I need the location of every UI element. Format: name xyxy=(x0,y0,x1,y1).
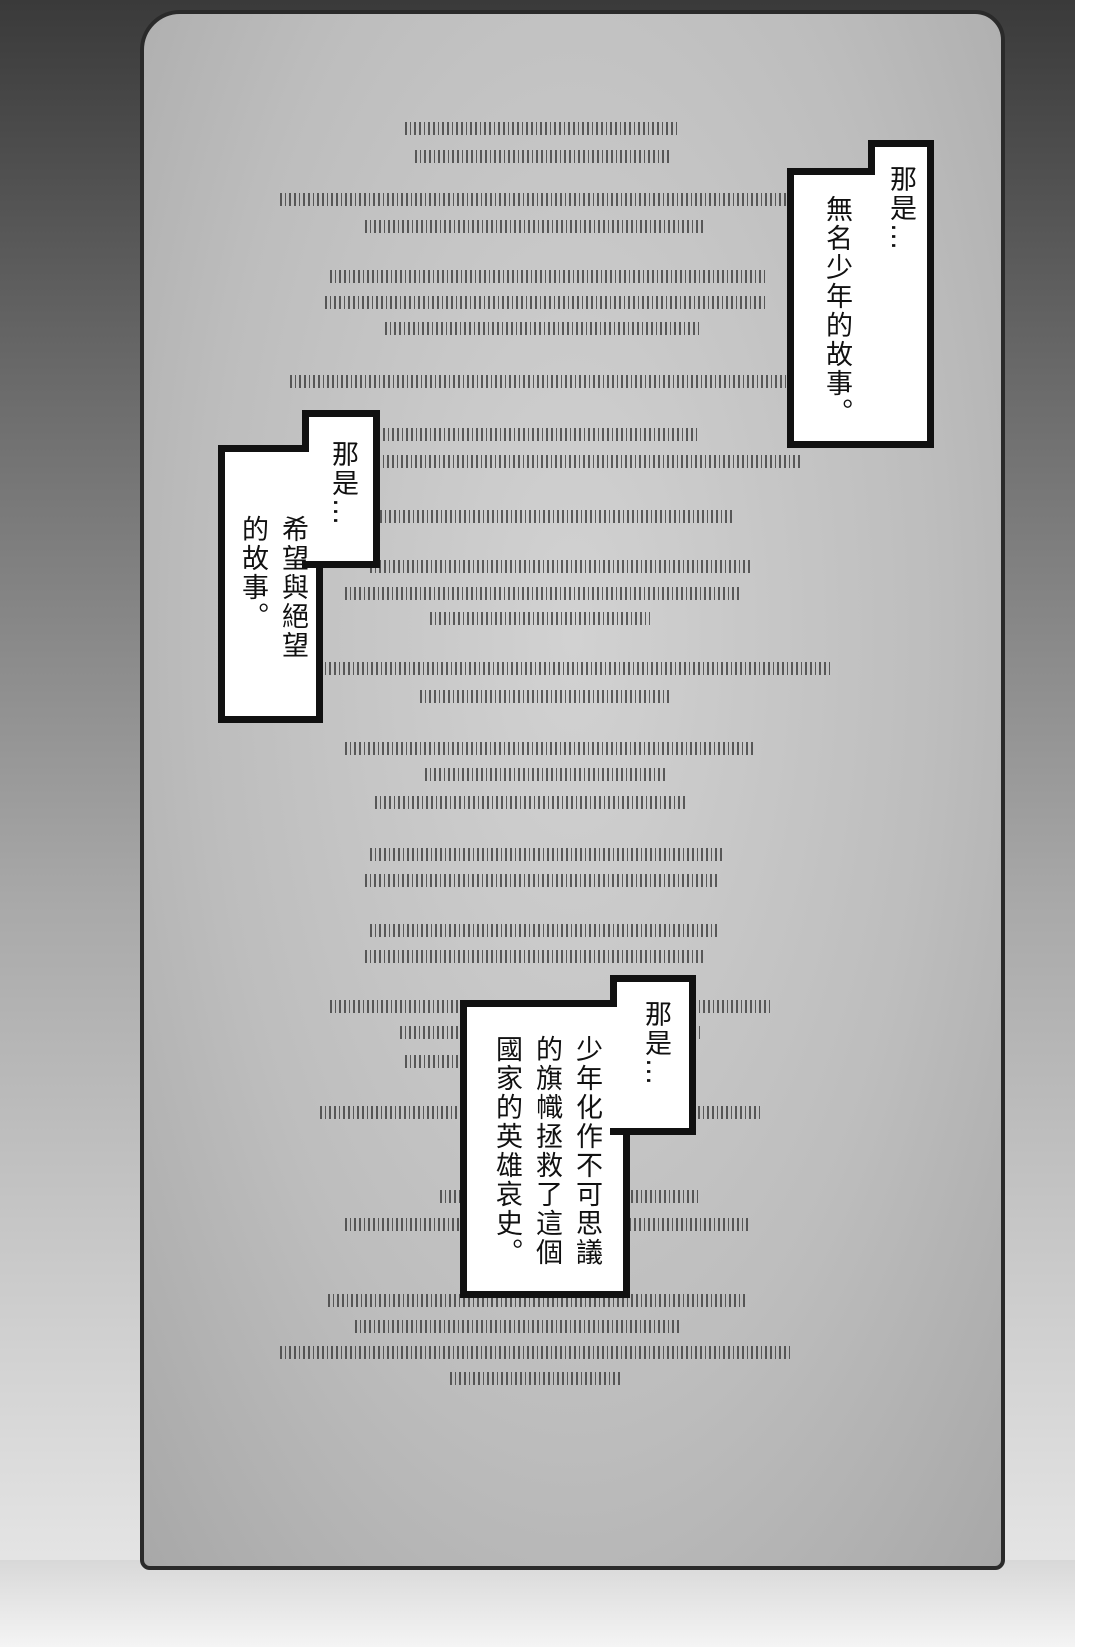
rune-line xyxy=(370,848,725,861)
caption-box-1-fill xyxy=(794,175,927,441)
rune-line xyxy=(385,322,700,335)
rune-line xyxy=(375,796,685,809)
rune-line xyxy=(415,150,670,163)
rune-line xyxy=(345,587,740,600)
rune-line xyxy=(430,612,650,625)
caption-1-line-1: 無名少年的故事。 xyxy=(821,195,852,427)
caption-3-line-1: 少年化作不可思議 xyxy=(571,1035,602,1267)
rune-line xyxy=(355,1320,680,1333)
rune-line xyxy=(355,428,700,441)
caption-box-3-fill xyxy=(467,1007,689,1128)
rune-line xyxy=(370,560,750,573)
caption-3-line-3: 國家的英雄哀史。 xyxy=(491,1035,522,1267)
caption-2-lines: 希望與絕望 的故事。 xyxy=(230,515,312,660)
caption-2-lead: 那是… xyxy=(327,440,358,527)
rune-line xyxy=(365,220,705,233)
rune-line xyxy=(405,122,680,135)
rune-line xyxy=(380,510,735,523)
rune-line xyxy=(328,1294,745,1307)
rune-line xyxy=(325,296,765,309)
rune-line xyxy=(365,874,720,887)
rune-line xyxy=(280,1346,790,1359)
page-margin xyxy=(1075,0,1100,1647)
caption-3-lines: 少年化作不可思議 的旗幟拯救了這個 國家的英雄哀史。 xyxy=(486,1035,606,1267)
grass-ground xyxy=(0,1560,1075,1647)
caption-2-line-2: 的故事。 xyxy=(237,515,268,631)
rune-line xyxy=(420,690,670,703)
rune-line xyxy=(350,455,800,468)
rune-line xyxy=(345,742,755,755)
rune-line xyxy=(450,1372,620,1385)
rune-line xyxy=(290,375,790,388)
caption-1-lead: 那是… xyxy=(885,165,916,252)
caption-3-line-2: 的旗幟拯救了這個 xyxy=(531,1035,562,1267)
rune-line xyxy=(425,768,665,781)
rune-line xyxy=(370,924,720,937)
rune-line xyxy=(280,193,790,206)
caption-box-2-fill xyxy=(225,452,373,561)
caption-3-lead: 那是… xyxy=(640,1000,671,1087)
rune-line xyxy=(330,270,765,283)
rune-line xyxy=(365,950,705,963)
caption-2-line-1: 希望與絕望 xyxy=(277,515,308,660)
rune-line xyxy=(320,662,830,675)
